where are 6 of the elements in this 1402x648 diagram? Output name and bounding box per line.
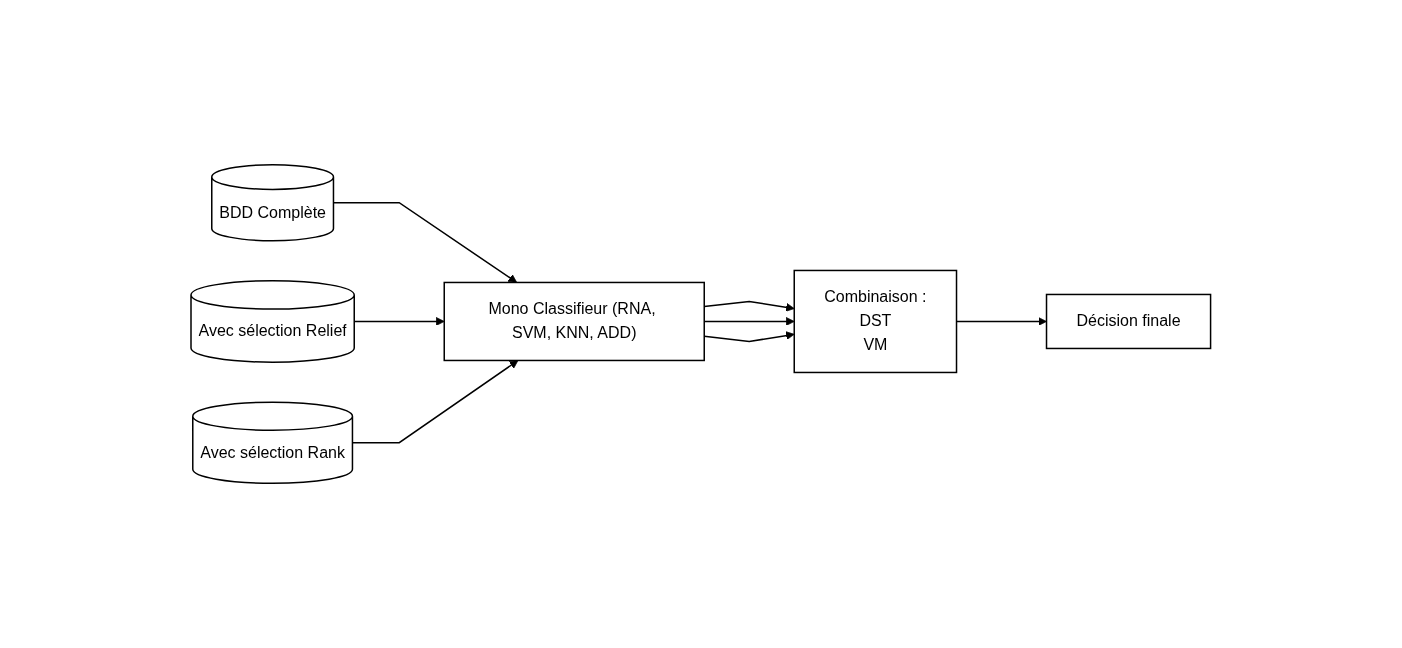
node-box: Mono Classifieur (RNA, SVM, KNN, ADD) <box>443 281 706 362</box>
node-box: Décision finale <box>1045 293 1212 350</box>
node-box: Combinaison : DST VM <box>793 269 958 374</box>
arrow <box>351 360 519 444</box>
arrow <box>353 317 445 326</box>
arrow <box>332 202 518 283</box>
